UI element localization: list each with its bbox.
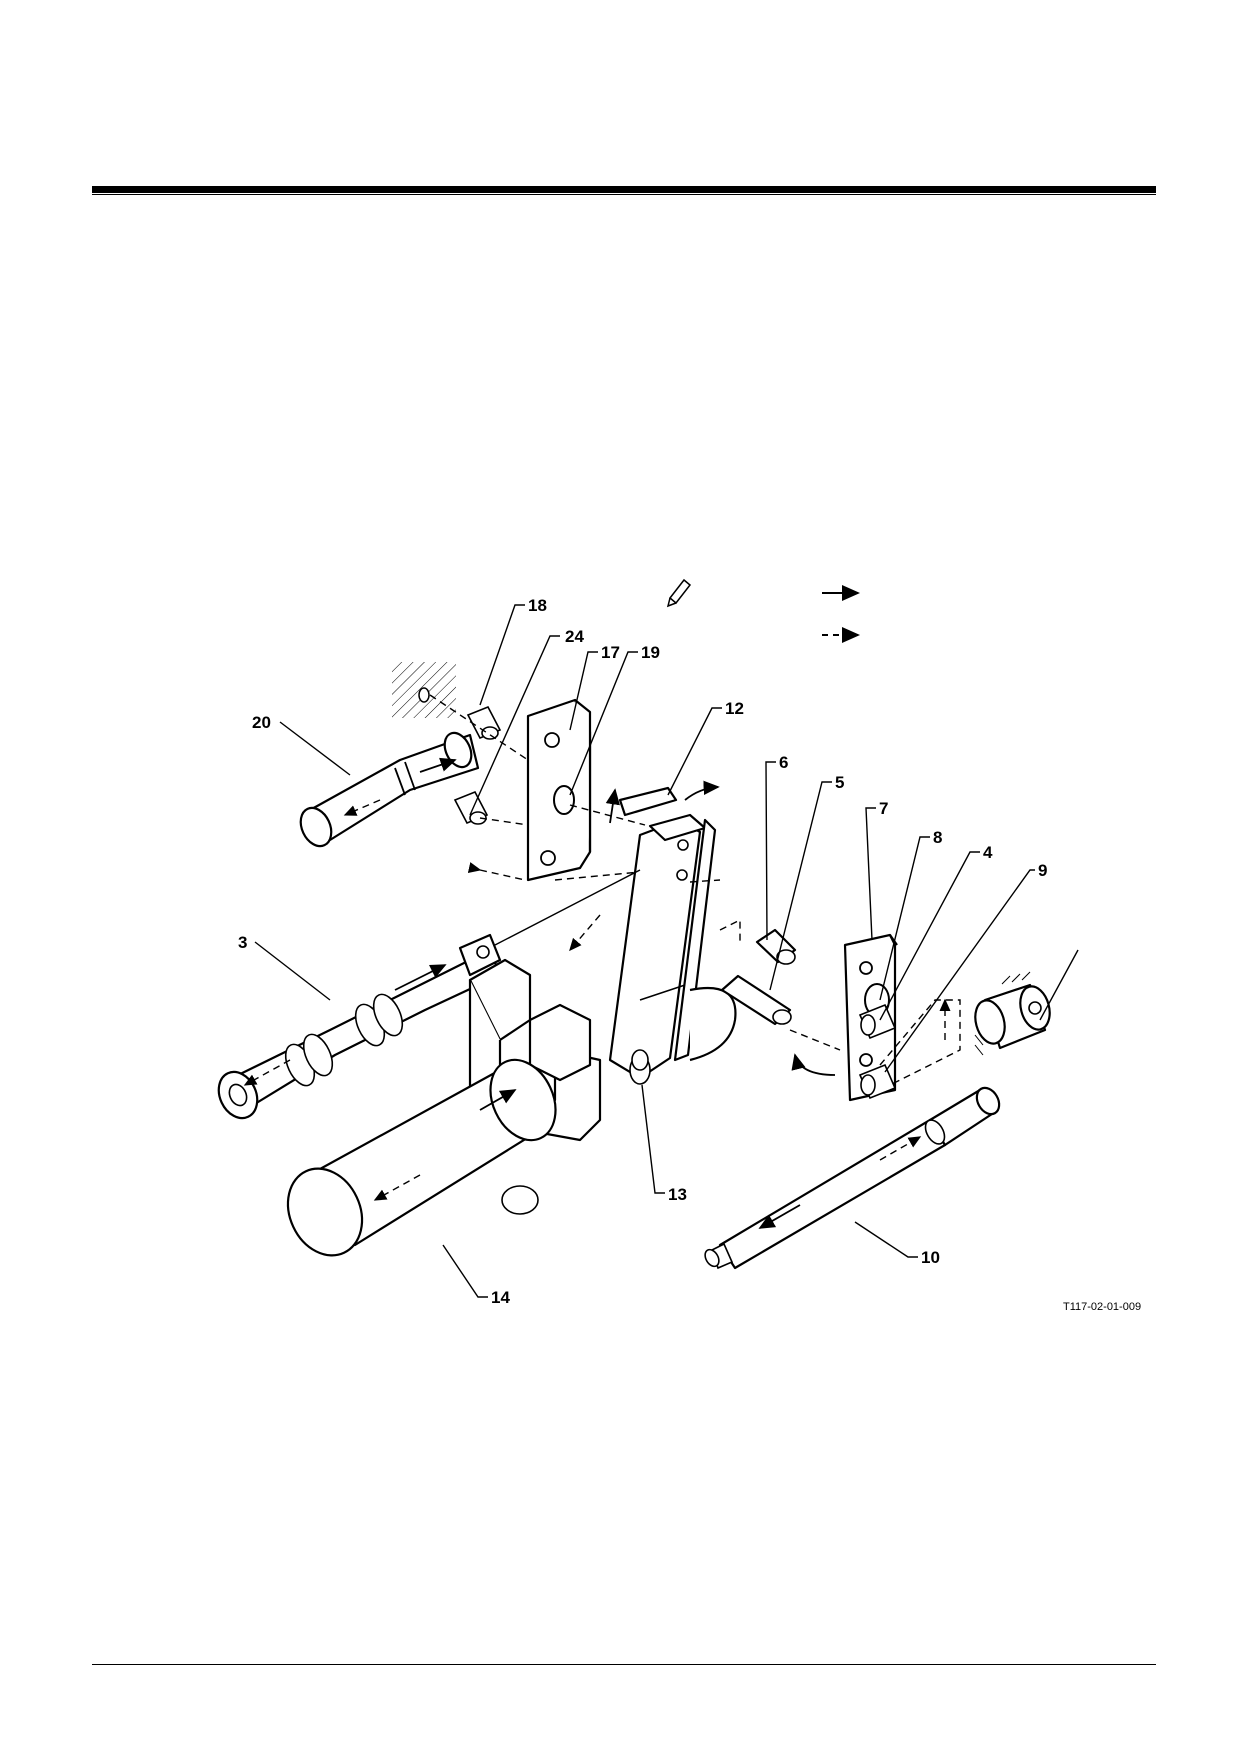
callout-9: 9: [1038, 861, 1047, 880]
callout-18: 18: [528, 596, 547, 615]
part-6-pin: [755, 928, 797, 965]
header-rule-thin: [92, 194, 1156, 195]
part-18-pin: [466, 705, 502, 740]
drawing-code: T117-02-01-009: [1063, 1301, 1141, 1313]
callout-8: 8: [933, 828, 942, 847]
callout-13: 13: [668, 1185, 687, 1204]
header-rule: [92, 186, 1156, 193]
callout-6: 6: [779, 753, 788, 772]
part-17-plate: [526, 698, 592, 882]
pencil-icon: [666, 578, 692, 608]
part-3-shaft: [217, 869, 641, 1120]
callout-10: 10: [921, 1248, 940, 1267]
callout-leaders: [254, 604, 1079, 1298]
part-24-pin: [453, 790, 489, 825]
part-12-link: [569, 780, 720, 1080]
callout-14: 14: [491, 1288, 510, 1307]
part-13-pin: [629, 1049, 651, 1085]
callout-20: 20: [252, 713, 271, 732]
footer-rule: [92, 1664, 1156, 1665]
fixed-wall-hatch: [392, 662, 456, 718]
callout-7: 7: [879, 799, 888, 818]
part-8-4-pins: [858, 1003, 897, 1100]
callout-4: 4: [983, 843, 993, 862]
part-5-pin: [720, 974, 792, 1026]
part-14-cylinder: [286, 1058, 557, 1257]
callout-19: 19: [641, 643, 660, 662]
part-20-cylinder: [299, 731, 480, 848]
part-9-bushing: [974, 971, 1051, 1056]
callout-12: 12: [725, 699, 744, 718]
callout-3: 3: [238, 933, 247, 952]
callout-5: 5: [835, 773, 844, 792]
callout-24: 24: [565, 627, 584, 646]
callout-17: 17: [601, 643, 620, 662]
part-10-shaft: [704, 1086, 1001, 1270]
